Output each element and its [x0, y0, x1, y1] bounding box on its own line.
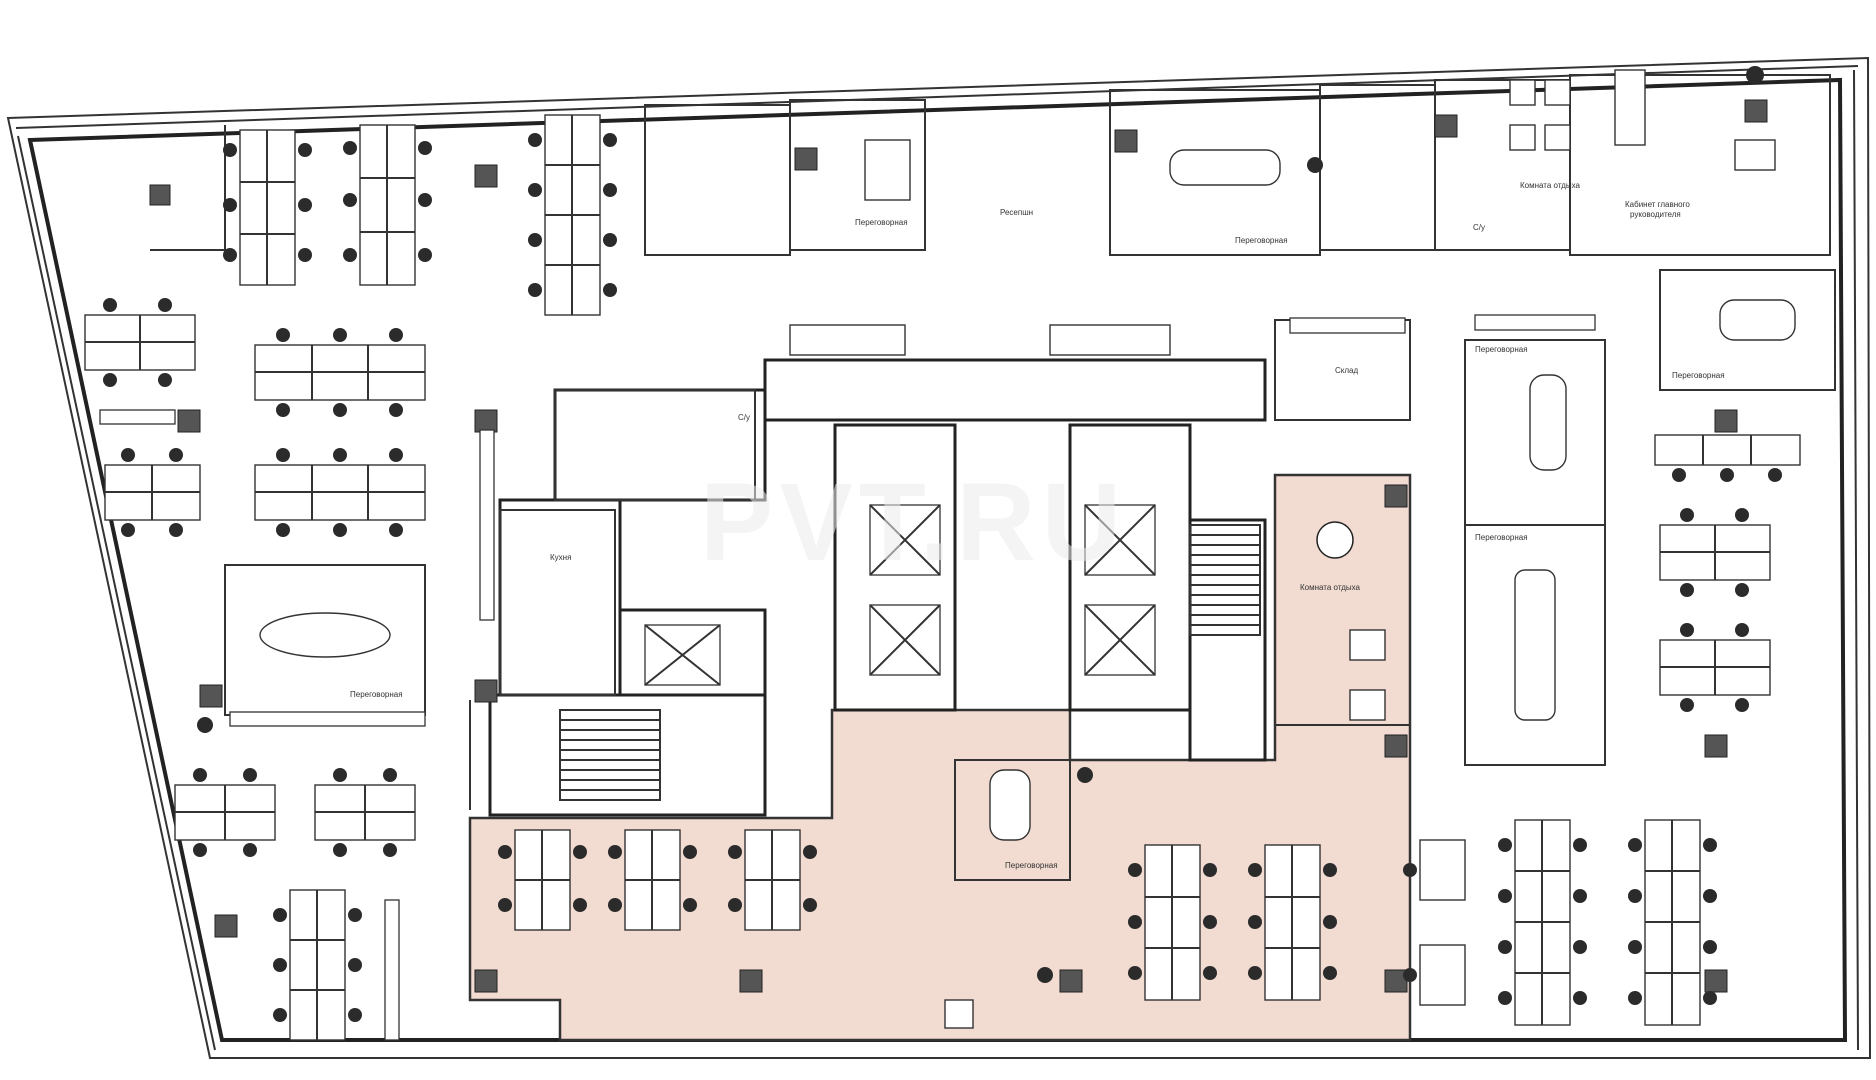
label-storage: Склад: [1335, 366, 1358, 375]
label-ceo-office-line1: Кабинет главного: [1625, 200, 1690, 209]
lounge-furniture: [789, 69, 1646, 1029]
stairs-west: [559, 709, 661, 801]
stairs-core: [1189, 524, 1261, 636]
label-meeting-west: Переговорная: [350, 690, 403, 699]
label-meeting-nw: Переговорная: [855, 218, 908, 227]
desk-cluster-rent-5: [1248, 844, 1337, 1001]
workstations: [84, 114, 1801, 1041]
desk-cluster-se-1: [1498, 819, 1587, 1026]
desk-cluster-se-2: [1628, 819, 1717, 1026]
label-rest-room-core: Комната отдыха: [1300, 583, 1361, 592]
desk-cluster-w-4: [254, 448, 426, 537]
desk-cluster-nw-3: [528, 114, 617, 316]
desk-cluster-nw-1: [223, 129, 312, 286]
desk-cluster-rent-1: [498, 829, 587, 931]
label-ceo-office-line2: руководителя: [1630, 210, 1681, 219]
watermark: PVT.RU: [700, 461, 1127, 584]
desk-cluster-sw-2: [314, 768, 416, 857]
label-meeting-ne: Переговорная: [1672, 371, 1725, 380]
label-kitchen: Кухня: [550, 553, 571, 562]
structural-columns: [149, 99, 1768, 993]
desk-cluster-sw-3: [273, 889, 362, 1041]
label-meeting-east-2: Переговорная: [1475, 533, 1528, 542]
desk-cluster-w-1: [84, 298, 196, 387]
desk-cluster-e-3: [1659, 623, 1771, 712]
label-meeting-top-center: Переговорная: [1235, 236, 1288, 245]
label-wc-top: С/у: [1473, 223, 1485, 232]
desk-cluster-w-2: [254, 328, 426, 417]
room-partitions: [150, 74, 1836, 881]
label-meeting-south: Переговорная: [1005, 861, 1058, 870]
meeting-tables: [259, 139, 1796, 841]
desk-cluster-w-3: [104, 448, 201, 537]
label-rest-room-top: Комната отдыха: [1520, 181, 1581, 190]
desk-cluster-sw-1: [174, 768, 276, 857]
building-core: [488, 358, 1267, 817]
desk-cluster-rent-2: [608, 829, 697, 931]
glass-partitions: [99, 314, 1596, 1041]
label-meeting-east-1: Переговорная: [1475, 345, 1528, 354]
desk-cluster-nw-2: [343, 124, 432, 286]
desk-cluster-rent-3: [728, 829, 817, 931]
desk-cluster-e-1: [1654, 434, 1801, 482]
label-reception: Ресепшн: [1000, 208, 1033, 217]
desk-cluster-rent-4: [1128, 844, 1217, 1001]
desk-cluster-se-3: [1403, 839, 1466, 1006]
desk-cluster-e-2: [1659, 508, 1771, 597]
label-wc-core: С/у: [738, 413, 750, 422]
room-labels: Переговорная Ресепшн Переговорная С/у Ко…: [350, 181, 1725, 870]
plants: [197, 66, 1764, 983]
